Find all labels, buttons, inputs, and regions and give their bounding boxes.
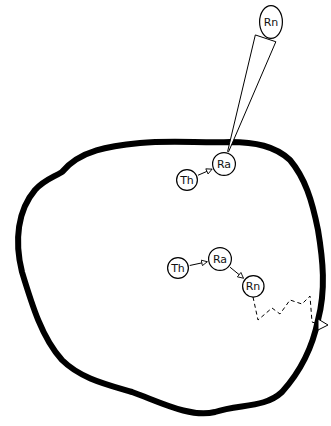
nuclide-circle: Rn	[242, 275, 265, 298]
grain-outline	[18, 142, 323, 414]
circle-shape	[209, 248, 232, 271]
circle-shape	[213, 153, 236, 176]
diffusion-arrowhead	[318, 319, 328, 330]
nuclide-circle: Ra	[212, 152, 236, 176]
circle-shape	[168, 258, 189, 279]
nuclide-circle: Th	[176, 169, 198, 191]
nuclide-circle: Ra	[208, 247, 232, 271]
diffusion-path	[253, 296, 318, 324]
decay-arrow	[190, 262, 208, 266]
circle-shape	[260, 6, 283, 39]
decay-arrow	[230, 267, 243, 278]
decay-arrow	[198, 169, 212, 175]
nuclide-label: Rn	[246, 281, 261, 292]
nuclide-label: Th	[180, 175, 194, 186]
nuclide-label: Ra	[213, 254, 227, 265]
nuclide-label: Th	[171, 263, 185, 274]
nuclide-circle: Th	[167, 257, 189, 279]
circle-shape	[242, 275, 263, 296]
circle-shape	[177, 170, 198, 191]
nuclide-label: Rn	[264, 17, 279, 28]
recoil-cone	[228, 35, 276, 152]
nuclide-circle: Rn	[259, 5, 283, 39]
nuclide-label: Ra	[217, 159, 231, 170]
